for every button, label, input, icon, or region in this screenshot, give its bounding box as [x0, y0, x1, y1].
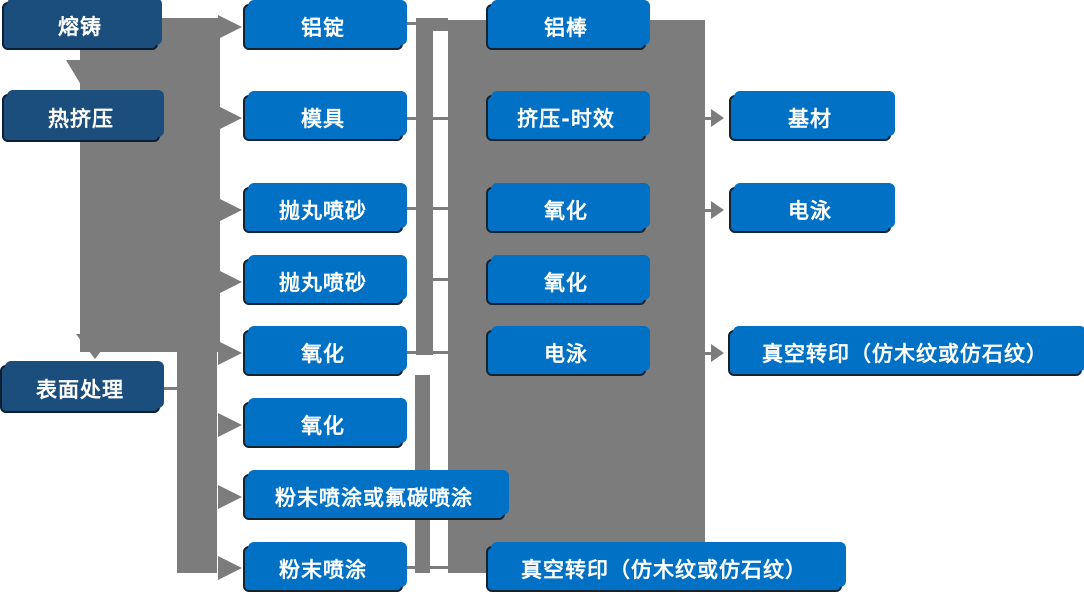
arrow-to-vacuum-transfer — [711, 344, 724, 362]
arrow-down-to-hot-extrusion — [66, 60, 96, 85]
arrow-to-oxidation-2 — [218, 413, 242, 437]
connector-mid-bus-upper — [416, 18, 433, 355]
link-line-shot-blasting-2 — [430, 278, 448, 281]
link-line-shot-blasting-1 — [405, 207, 448, 210]
connector-left-bus-lower — [177, 350, 217, 573]
arrow-down-to-surface-treatment — [76, 334, 114, 359]
arrow-to-substrate — [711, 109, 724, 127]
stub-to-vacuum-transfer — [703, 352, 713, 355]
stub-to-substrate — [703, 117, 713, 120]
stub-to-electrophoresis — [703, 209, 713, 212]
node-surface-treatment[interactable]: 表面处理 — [0, 361, 164, 413]
node-vacuum-transfer-print-1[interactable]: 真空转印（仿木纹或仿石纹） — [486, 542, 846, 592]
node-powder-coating[interactable]: 粉末喷涂 — [243, 542, 407, 592]
link-line-oxidation — [405, 351, 448, 354]
arrow-to-aluminum-ingot — [218, 15, 242, 39]
node-oxidation-2[interactable]: 氧化 — [243, 398, 407, 448]
connector-top-join — [433, 18, 448, 31]
node-oxidation-1[interactable]: 氧化 — [243, 326, 407, 376]
node-hot-extrusion[interactable]: 热挤压 — [2, 90, 164, 142]
node-substrate[interactable]: 基材 — [729, 91, 895, 141]
arrow-to-powder-fluorocarbon — [218, 485, 242, 509]
node-aluminum-ingot[interactable]: 铝锭 — [243, 0, 407, 50]
arrow-to-shot-blasting-1 — [218, 198, 242, 222]
node-oxidation-4[interactable]: 氧化 — [486, 255, 650, 305]
node-oxidation-3[interactable]: 氧化 — [486, 183, 650, 233]
link-line-powder-coating — [405, 566, 450, 569]
link-line-aluminum-ingot — [405, 22, 416, 25]
node-mold[interactable]: 模具 — [243, 91, 407, 141]
link-line-surface-treatment — [162, 387, 178, 390]
arrow-to-powder-coating — [218, 556, 242, 580]
node-electrophoresis-1[interactable]: 电泳 — [486, 326, 650, 376]
connector-left-bus-upper — [80, 18, 220, 352]
node-shot-blasting-1[interactable]: 抛丸喷砂 — [243, 183, 407, 233]
node-powder-or-fluorocarbon-coating[interactable]: 粉末喷涂或氟碳喷涂 — [243, 470, 509, 520]
arrow-to-mold — [218, 106, 242, 130]
node-electrophoresis-2[interactable]: 电泳 — [729, 183, 895, 233]
node-melting-casting[interactable]: 熔铸 — [2, 0, 162, 50]
arrow-to-shot-blasting-2 — [218, 270, 242, 294]
node-extrusion-aging[interactable]: 挤压-时效 — [486, 91, 650, 141]
node-shot-blasting-2[interactable]: 抛丸喷砂 — [243, 255, 407, 305]
node-vacuum-transfer-print-2[interactable]: 真空转印（仿木纹或仿石纹） — [728, 326, 1084, 376]
node-aluminum-rod[interactable]: 铝棒 — [486, 0, 650, 50]
arrow-to-oxidation-1 — [218, 341, 242, 365]
link-line-mold — [405, 117, 448, 120]
arrow-to-electrophoresis — [711, 201, 724, 219]
